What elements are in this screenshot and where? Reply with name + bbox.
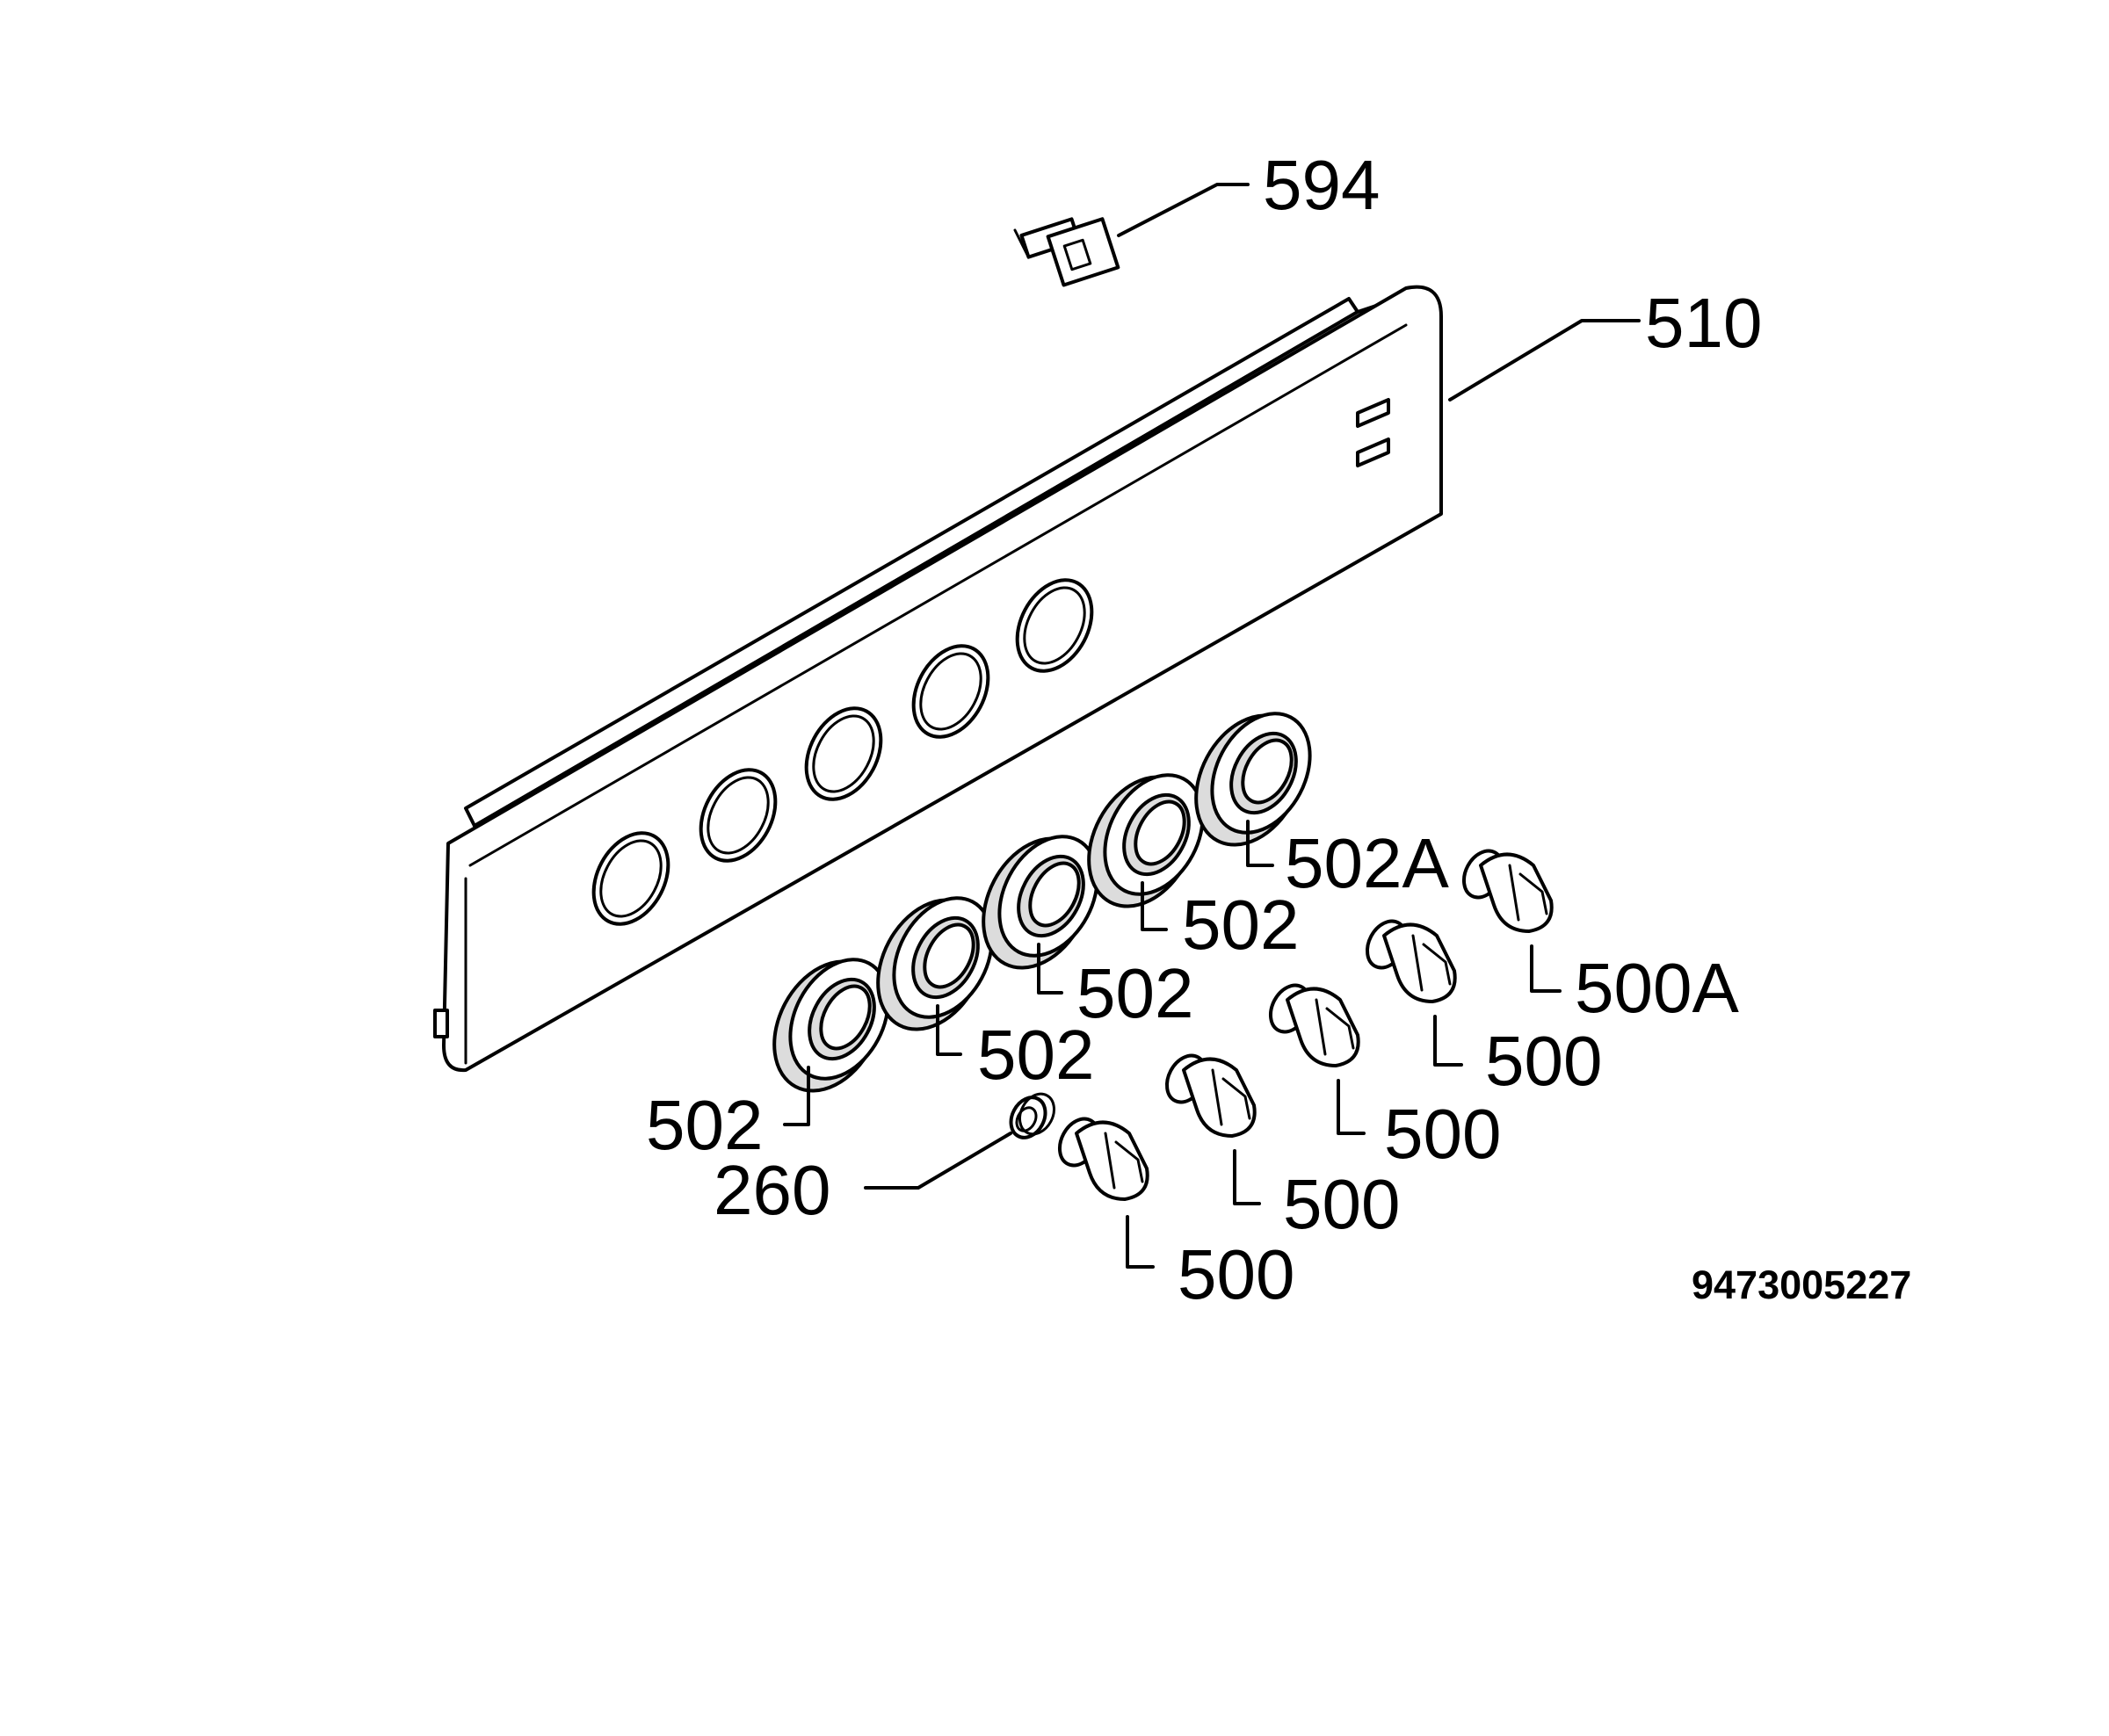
leader-502-4 [1141,881,1168,931]
leader-510 [1448,319,1641,401]
label-500-1: 500 [1178,1235,1294,1313]
leader-500-2 [1233,1149,1261,1205]
leader-500-1 [1126,1215,1155,1269]
label-500-2: 500 [1283,1165,1400,1243]
bezel-part-5 [1194,712,1312,847]
label-510: 510 [1645,284,1762,362]
knob-part-2 [1164,1053,1257,1138]
control-panel [433,285,1443,1073]
leader-502-1 [783,1066,810,1126]
label-500A: 500A [1575,949,1739,1027]
label-260: 260 [714,1151,830,1229]
knob-part-4 [1365,919,1457,1003]
leader-500-4 [1433,1015,1463,1067]
switch-part [1013,217,1120,287]
leader-500A [1530,944,1562,993]
bezel-part-3 [982,835,1099,970]
knob-part-3 [1268,983,1360,1067]
bezel-part-4 [1087,773,1205,908]
spring-part [1009,1092,1055,1139]
label-502-2: 502 [977,1016,1094,1094]
label-502-3: 502 [1076,954,1193,1032]
label-500-3: 500 [1384,1095,1501,1173]
leader-502-2 [936,1004,962,1056]
document-number: 9473005227 [1692,1262,1911,1307]
knob-part-1 [1057,1117,1149,1201]
knob-part-5 [1461,849,1554,933]
leader-502-3 [1037,943,1063,995]
label-500-4: 500 [1485,1022,1602,1100]
label-594: 594 [1263,146,1380,224]
label-502-4: 502 [1182,886,1299,964]
leader-260 [864,1132,1012,1190]
leader-500-3 [1337,1079,1366,1135]
label-502A: 502A [1285,824,1449,902]
label-502-1: 502 [646,1086,763,1164]
bezel-part-2 [876,896,994,1031]
panel-knob-holes [591,578,1094,926]
leader-594 [1117,183,1250,237]
leader-502A [1246,820,1274,867]
bezel-part-1 [772,958,890,1093]
